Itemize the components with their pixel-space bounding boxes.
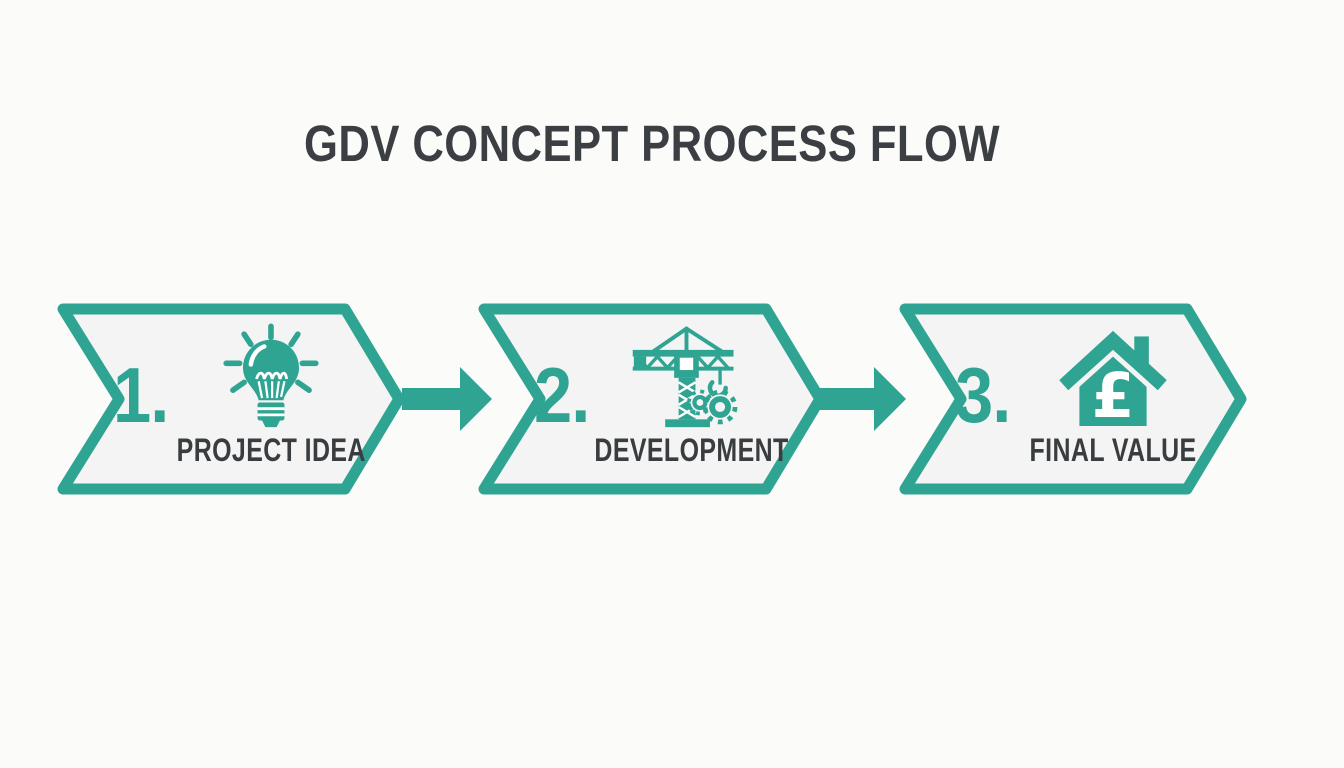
- arrow-right-icon: [402, 367, 492, 431]
- arrow-right-icon: [816, 367, 906, 431]
- page-title: GDV CONCEPT PROCESS FLOW: [304, 115, 1000, 172]
- step-label-wrap: FINAL VALUE: [963, 434, 1263, 466]
- step-project-idea: 1.: [57, 303, 405, 495]
- construction-crane-gears-icon: [626, 323, 738, 435]
- step-final-value: 3. £ FINAL VALUE: [899, 303, 1247, 495]
- house-body: [1079, 356, 1147, 427]
- gear-large: [702, 389, 738, 425]
- step-number: 3.: [955, 351, 1011, 439]
- chevron-shape: [57, 303, 405, 495]
- chevron-shape: [478, 303, 826, 495]
- step-label-wrap: PROJECT IDEA: [121, 434, 421, 466]
- step-development: 2.: [478, 303, 826, 495]
- crane-apex: [648, 326, 727, 356]
- step-number: 2.: [534, 351, 590, 439]
- step-number: 1.: [113, 351, 169, 439]
- step-label: PROJECT IDEA: [176, 432, 366, 468]
- chevron-shape: [899, 303, 1247, 495]
- step-label: FINAL VALUE: [1029, 432, 1197, 468]
- house-pound-icon: £: [1057, 323, 1169, 435]
- pound-symbol: £: [1092, 360, 1135, 432]
- house-roof: [1059, 330, 1167, 391]
- step-label: DEVELOPMENT: [594, 432, 790, 468]
- lightbulb-rays: [223, 323, 319, 393]
- lightbulb-icon: [215, 323, 327, 435]
- step-label-wrap: DEVELOPMENT: [542, 434, 842, 466]
- process-flow: 1.: [0, 303, 1344, 495]
